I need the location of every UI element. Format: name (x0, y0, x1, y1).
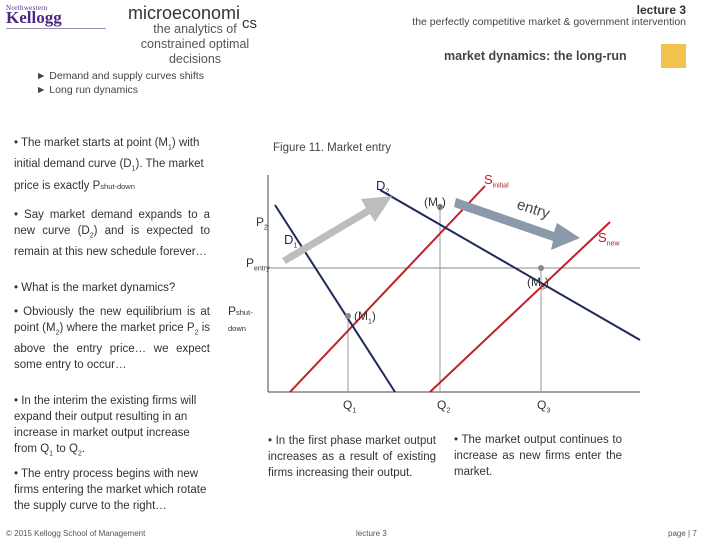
note-new-firms: • The market output continues to increas… (454, 434, 622, 478)
label-s-initial: Sinitial (484, 172, 509, 190)
paragraph-new-equilibrium: • Obviously the new equilibrium is at po… (14, 306, 211, 372)
logo-kellogg: Kellogg (6, 8, 62, 27)
label-d2: D2 (376, 178, 390, 196)
course-subtitle: the analytics of constrained optimal dec… (140, 22, 250, 66)
course-title-suffix: cs (242, 15, 257, 32)
footer-copyright: © 2015 Kellogg School of Management (6, 529, 146, 538)
label-p2: P2 (256, 215, 268, 232)
supply-initial-curve (289, 185, 486, 393)
paragraph-entry-process: • The entry process begins with new firm… (14, 468, 207, 512)
point-m3 (538, 265, 544, 271)
logo-northwestern: Northwestern (6, 4, 48, 12)
label-q3: Q3 (537, 398, 551, 415)
label-s-new: Snew (598, 230, 620, 248)
point-m1 (345, 313, 351, 319)
label-m1: (M1) (354, 309, 376, 326)
course-title: microeconomi (128, 3, 241, 23)
paragraph-question: • What is the market dynamics? (14, 282, 176, 294)
figure-caption: Figure 11. Market entry (273, 142, 392, 154)
nav-item-long-run[interactable]: ► Long run dynamics (36, 84, 139, 96)
demand-shift-arrow (282, 196, 392, 264)
footer-page: page | 7 (668, 529, 697, 538)
lecture-label: lecture 3 (636, 3, 686, 17)
section-title: market dynamics: the long-run (444, 49, 627, 63)
demand-d2-curve (379, 189, 641, 341)
label-m3: (M3) (527, 275, 549, 292)
point-m2 (437, 204, 443, 210)
topic-label: the perfectly competitive market & gover… (412, 16, 686, 28)
note-first-phase: • In the first phase market output incre… (268, 435, 436, 479)
label-m2: (M2) (424, 195, 446, 212)
label-p-shutdown: Pshut-down (228, 304, 253, 333)
paragraph-market-start: • The market starts at point (M1) with i… (14, 137, 204, 192)
label-q1: Q1 (343, 398, 357, 415)
label-d1: D1 (284, 232, 298, 250)
demand-d1-curve (274, 204, 396, 393)
paragraph-demand-expands: • Say market demand expands to a new cur… (14, 209, 210, 259)
supply-shift-arrow (454, 198, 580, 250)
label-p-entry: Pentry (246, 256, 270, 273)
paragraph-interim: • In the interim the existing firms will… (14, 395, 197, 458)
footer-lecture: lecture 3 (356, 529, 387, 538)
logo-divider (6, 28, 106, 29)
section-highlight (661, 44, 686, 68)
nav-item-shifts[interactable]: ► Demand and supply curves shifts (36, 70, 204, 82)
label-q2: Q2 (437, 398, 451, 415)
supply-new-curve (429, 221, 611, 393)
